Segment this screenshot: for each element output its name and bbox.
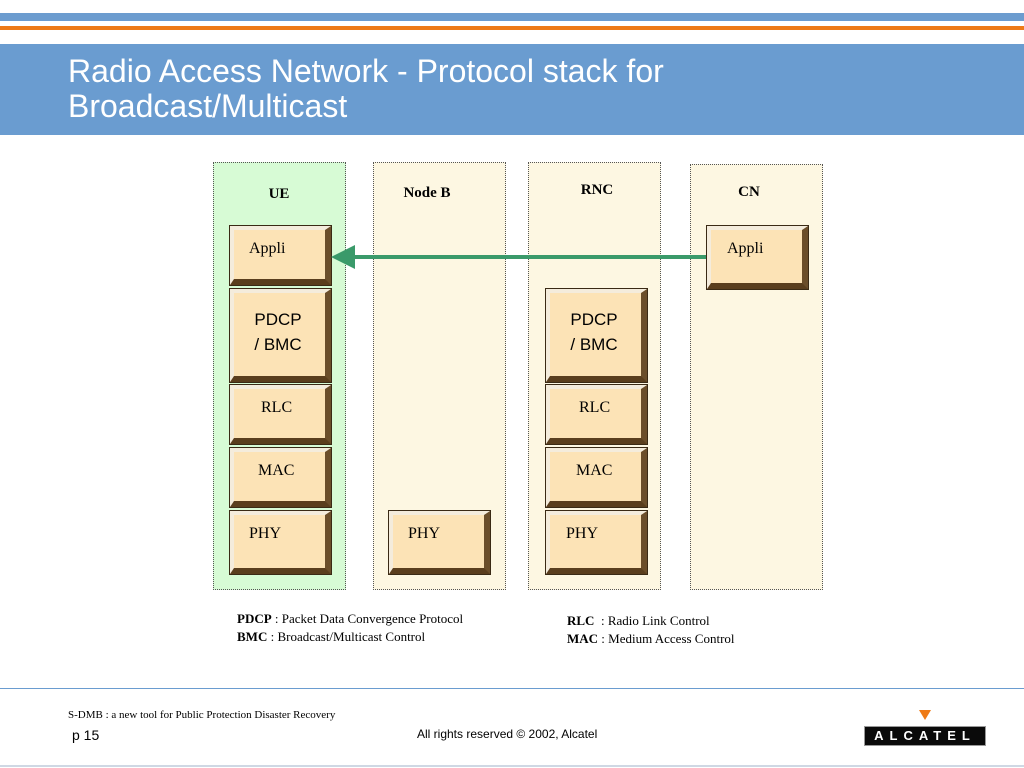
legend-rlc: RLC : Radio Link Control <box>567 613 710 628</box>
legend-pdcp: PDCP : Packet Data Convergence Protocol <box>237 611 464 626</box>
nodeb-phy-block: PHY <box>388 510 491 575</box>
top-orange-stripe <box>0 26 1024 30</box>
ue-mac-text: MAC <box>258 462 295 479</box>
ue-bmc-text: / BMC <box>254 335 302 354</box>
ue-phy-text: PHY <box>249 525 282 542</box>
cn-appli-block: Appli <box>706 225 809 290</box>
legend-right: RLC : Radio Link Control MAC : Medium Ac… <box>567 612 735 648</box>
rnc-label: RNC <box>580 182 614 198</box>
rnc-bmc-text: / BMC <box>570 335 618 354</box>
cn-label: CN <box>738 184 760 200</box>
bottom-divider <box>0 765 1024 767</box>
ue-rlc-block: RLC <box>229 384 332 445</box>
footer-note: S-DMB : a new tool for Public Protection… <box>68 709 336 721</box>
footer-divider <box>0 688 1024 689</box>
rnc-phy-block: PHY <box>545 510 648 575</box>
ue-rlc-text: RLC <box>261 399 293 416</box>
page-number: p 15 <box>72 727 100 743</box>
ue-mac-block: MAC <box>229 447 332 508</box>
copyright-text: All rights reserved © 2002, Alcatel <box>417 727 598 741</box>
rnc-mac-text: MAC <box>576 462 613 479</box>
rnc-rlc-text: RLC <box>579 399 611 416</box>
logo-triangle-icon <box>919 710 931 720</box>
ue-pdcp-bmc-block: PDCP / BMC <box>229 288 332 383</box>
rnc-rlc-block: RLC <box>545 384 648 445</box>
legend-left: PDCP : Packet Data Convergence Protocol … <box>237 610 463 646</box>
legend-mac: MAC : Medium Access Control <box>567 631 735 646</box>
ue-appli-text: Appli <box>249 240 286 257</box>
rnc-pdcp-text: PDCP <box>570 310 618 329</box>
alcatel-logo: ALCATEL <box>864 710 986 746</box>
ue-phy-block: PHY <box>229 510 332 575</box>
rnc-pdcp-bmc-block: PDCP / BMC <box>545 288 648 383</box>
ue-appli-block: Appli <box>229 225 332 286</box>
top-blue-stripe <box>0 13 1024 21</box>
cn-appli-text: Appli <box>727 240 764 257</box>
slide-title: Radio Access Network - Protocol stack fo… <box>68 53 664 124</box>
logo-text: ALCATEL <box>874 728 976 743</box>
nodeb-phy-text: PHY <box>408 525 441 542</box>
legend-bmc: BMC : Broadcast/Multicast Control <box>237 629 426 644</box>
ue-label: UE <box>268 186 290 202</box>
ue-pdcp-text: PDCP <box>254 310 302 329</box>
rnc-phy-text: PHY <box>566 525 599 542</box>
title-bar <box>0 44 1024 135</box>
logo-box: ALCATEL <box>864 726 986 746</box>
rnc-mac-block: MAC <box>545 447 648 508</box>
nodeb-label: Node B <box>403 185 451 201</box>
